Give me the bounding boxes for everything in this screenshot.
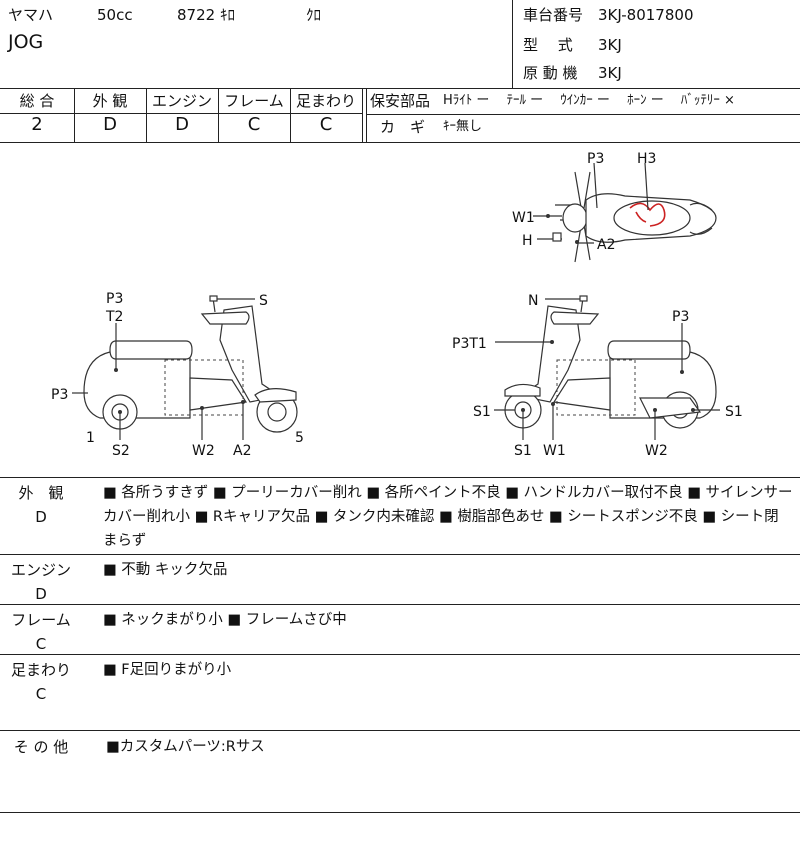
divider: [0, 88, 800, 89]
section-label: エンジン: [10, 561, 71, 579]
label-p3: P3: [106, 291, 123, 307]
type-value: 3KJ: [598, 36, 622, 54]
divider: [74, 88, 75, 142]
divider: [0, 604, 800, 605]
left-view-scooter: P3 T2 S P3 1 S2 W2 A2 5: [51, 291, 304, 459]
label-s1: S1: [725, 404, 743, 420]
divider: [146, 88, 147, 142]
label-s1: S1: [514, 443, 532, 459]
model-name: JOG: [8, 31, 44, 53]
divider: [218, 88, 219, 142]
label-w2: W2: [192, 443, 215, 459]
key-label: カ ギ: [380, 118, 426, 136]
maker: ヤマハ: [8, 6, 54, 24]
label-p3: P3: [672, 309, 689, 325]
label-h3: H3: [637, 151, 656, 167]
label-t2: T2: [105, 309, 123, 325]
grade-header-suspension: 足まわり: [295, 92, 356, 110]
frame-no-label: 車台番号: [523, 6, 584, 24]
section-label: 外 観: [18, 484, 64, 502]
grade-header-exterior: 外 観: [92, 92, 128, 110]
header-divider: [512, 0, 513, 88]
divider: [366, 88, 367, 142]
divider: [0, 113, 362, 114]
section-frame: フレーム C ■ ネックまがり小 ■ フレームさび中: [0, 608, 800, 653]
label-w1: W1: [512, 210, 535, 226]
section-exterior: 外 観 D ■ 各所うすきず ■ プーリーカバー削れ ■ 各所ペイント不良 ■ …: [0, 481, 800, 553]
label-w2: W2: [645, 443, 668, 459]
divider: [0, 477, 800, 478]
type-label: 型 式: [523, 36, 573, 54]
damage-diagram: P3 H3 W1 H A2 P3 T2 S P3 1 S2 W2 A2: [51, 151, 743, 459]
grade-suspension: C: [319, 114, 333, 135]
label-p3: P3: [51, 387, 68, 403]
top-view-scooter: P3 H3 W1 H A2: [512, 151, 717, 263]
section-label: フレーム: [11, 611, 71, 629]
grade-header-engine: エンジン: [151, 92, 212, 110]
divider: [362, 88, 363, 142]
grade-frame: C: [247, 114, 261, 135]
section-grade: D: [35, 585, 47, 603]
label-a2: A2: [597, 237, 615, 253]
label-a2: A2: [233, 443, 251, 459]
section-text: ■ 各所うすきず ■ プーリーカバー削れ ■ 各所ペイント不良 ■ ハンドルカバ…: [103, 485, 793, 549]
grade-exterior: D: [103, 114, 117, 135]
label-h: H: [522, 233, 533, 249]
engine-label: 原 動 機: [523, 64, 578, 82]
section-suspension: 足まわり C ■ F足回りまがり小: [0, 658, 800, 728]
safety-label: 保安部品: [370, 92, 431, 110]
section-engine: エンジン D ■ 不動 キック欠品: [0, 558, 800, 603]
divider: [0, 654, 800, 655]
section-text: ■カスタムパーツ:Rサス: [106, 739, 265, 755]
grade-header-frame: フレーム: [224, 92, 284, 110]
section-label: そ の 他: [13, 738, 69, 756]
label-w1: W1: [543, 443, 566, 459]
displacement: 50cc: [97, 6, 133, 24]
frame-no: 3KJ-8017800: [598, 6, 694, 24]
section-grade: C: [35, 685, 47, 703]
divider: [0, 142, 800, 143]
mileage: 8722 ｷﾛ: [177, 6, 235, 24]
section-text: ■ F足回りまがり小: [103, 662, 232, 678]
label-n: N: [528, 293, 538, 309]
label-s1: S1: [473, 404, 491, 420]
section-text: ■ ネックまがり小 ■ フレームさび中: [103, 612, 347, 628]
divider: [0, 554, 800, 555]
grade-engine: D: [175, 114, 189, 135]
divider: [0, 812, 800, 813]
section-label: 足まわり: [10, 661, 71, 679]
grade-overall: 2: [31, 114, 43, 135]
label-p3t1: P3T1: [452, 336, 487, 352]
safety-items: Hﾗｲﾄ ー ﾃｰﾙ ー ｳｲﾝｶｰ ー ﾎｰﾝ ー ﾊﾞｯﾃﾘｰ ×: [443, 93, 735, 108]
divider: [290, 88, 291, 142]
divider: [0, 730, 800, 731]
label-s: S: [259, 293, 268, 309]
grade-header-overall: 総 合: [19, 92, 55, 110]
section-other: そ の 他 ■カスタムパーツ:Rサス: [0, 735, 800, 805]
label-s2: S2: [112, 443, 130, 459]
label-1: 1: [86, 430, 95, 446]
divider: [366, 114, 800, 115]
engine-value: 3KJ: [598, 64, 622, 82]
color: ｸﾛ: [306, 6, 322, 24]
section-grade: C: [35, 635, 47, 653]
label-5: 5: [295, 430, 304, 446]
key-value: ｷｰ無し: [443, 119, 483, 134]
section-text: ■ 不動 キック欠品: [103, 562, 228, 578]
right-view-scooter: N P3 P3T1 S1 S1 W1 S1 W2: [452, 293, 743, 459]
section-grade: D: [35, 508, 47, 526]
label-p3: P3: [587, 151, 604, 167]
